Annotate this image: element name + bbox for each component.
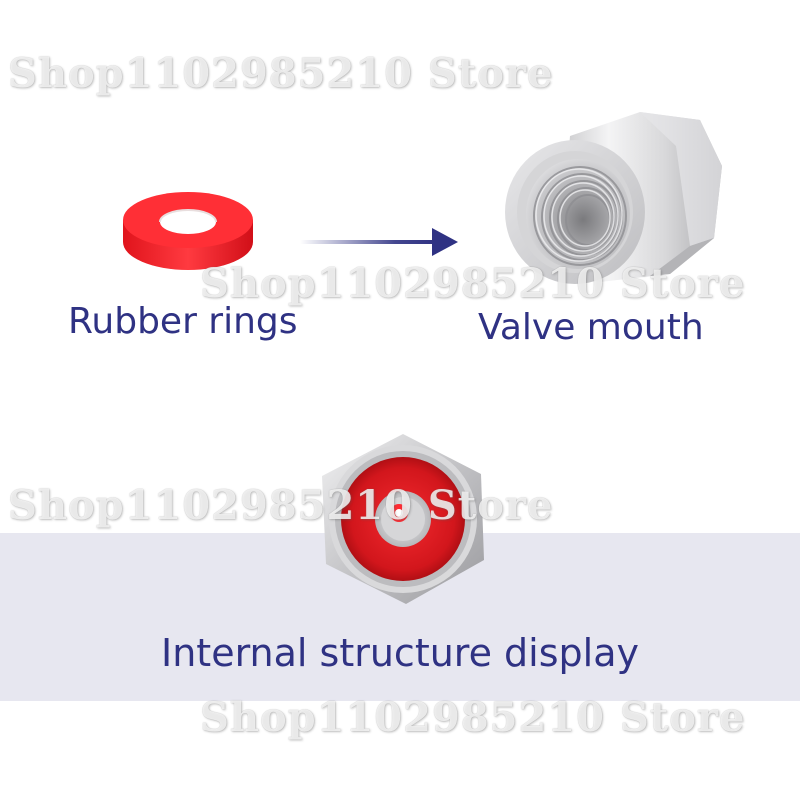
rubber-ring-icon <box>123 192 253 270</box>
valve-mouth-label: Valve mouth <box>478 307 704 348</box>
watermark: Shop1102985210 Store <box>8 50 554 97</box>
valve-mouth-icon <box>505 112 722 284</box>
watermark: Shop1102985210 Store <box>8 482 554 529</box>
watermark: Shop1102985210 Store <box>200 694 746 741</box>
watermark: Shop1102985210 Store <box>200 260 746 307</box>
right-arrow-icon <box>300 228 458 256</box>
internal-structure-icon <box>322 434 484 604</box>
rubber-rings-label: Rubber rings <box>68 301 298 342</box>
internal-structure-label: Internal structure display <box>161 631 639 675</box>
